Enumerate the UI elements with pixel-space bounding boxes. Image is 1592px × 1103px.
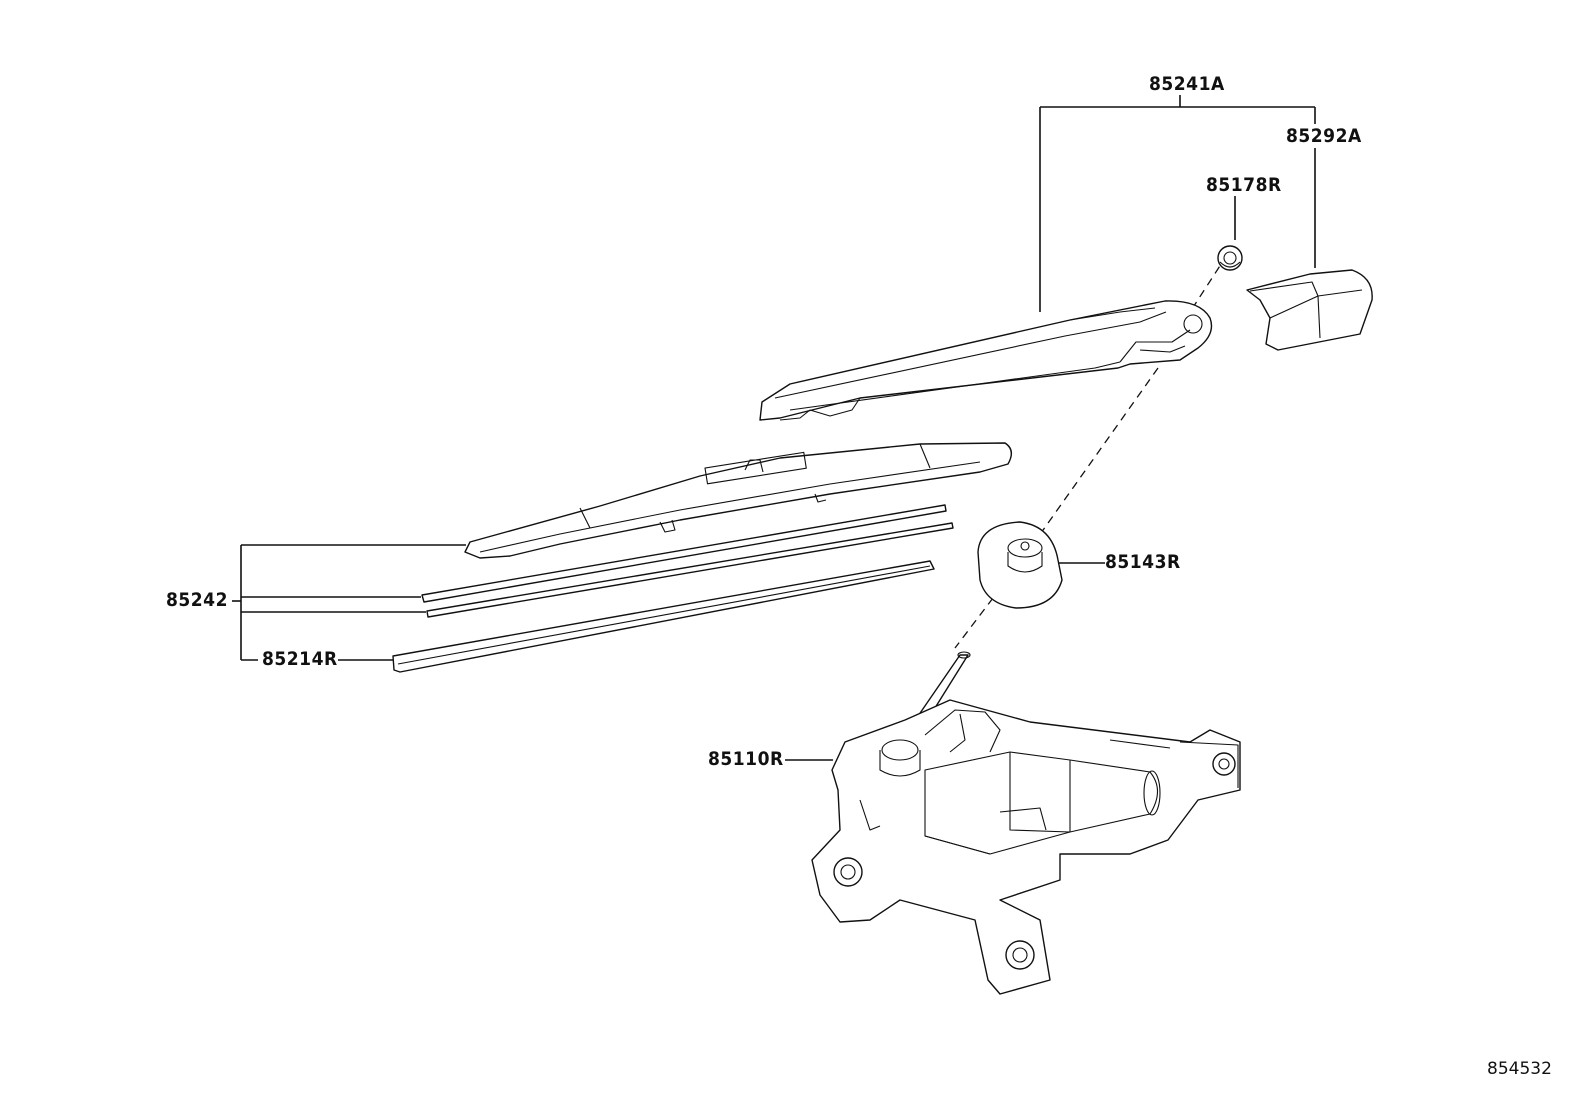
rubber-strip-parts xyxy=(392,504,954,673)
nut-part xyxy=(1217,245,1243,271)
wiper-blade-part xyxy=(464,442,1013,559)
wiper-arm-part xyxy=(759,300,1213,421)
part-label-85242[interactable]: 85242 xyxy=(166,589,228,611)
part-label-85214r[interactable]: 85214R xyxy=(262,648,338,670)
pivot-cap-part xyxy=(977,521,1063,609)
arm-cap-part xyxy=(1246,269,1373,351)
assembly-dash-lines xyxy=(954,254,1228,649)
part-label-85178r[interactable]: 85178R xyxy=(1206,174,1282,196)
part-label-85292a[interactable]: 85292A xyxy=(1286,125,1362,147)
wiper-motor-part xyxy=(811,651,1241,995)
part-label-85110r[interactable]: 85110R xyxy=(708,748,784,770)
part-label-85143r[interactable]: 85143R xyxy=(1105,551,1181,573)
diagram-reference-number: 854532 xyxy=(1487,1059,1552,1079)
part-label-85241a[interactable]: 85241A xyxy=(1149,73,1225,95)
leader-lines xyxy=(232,95,1316,761)
